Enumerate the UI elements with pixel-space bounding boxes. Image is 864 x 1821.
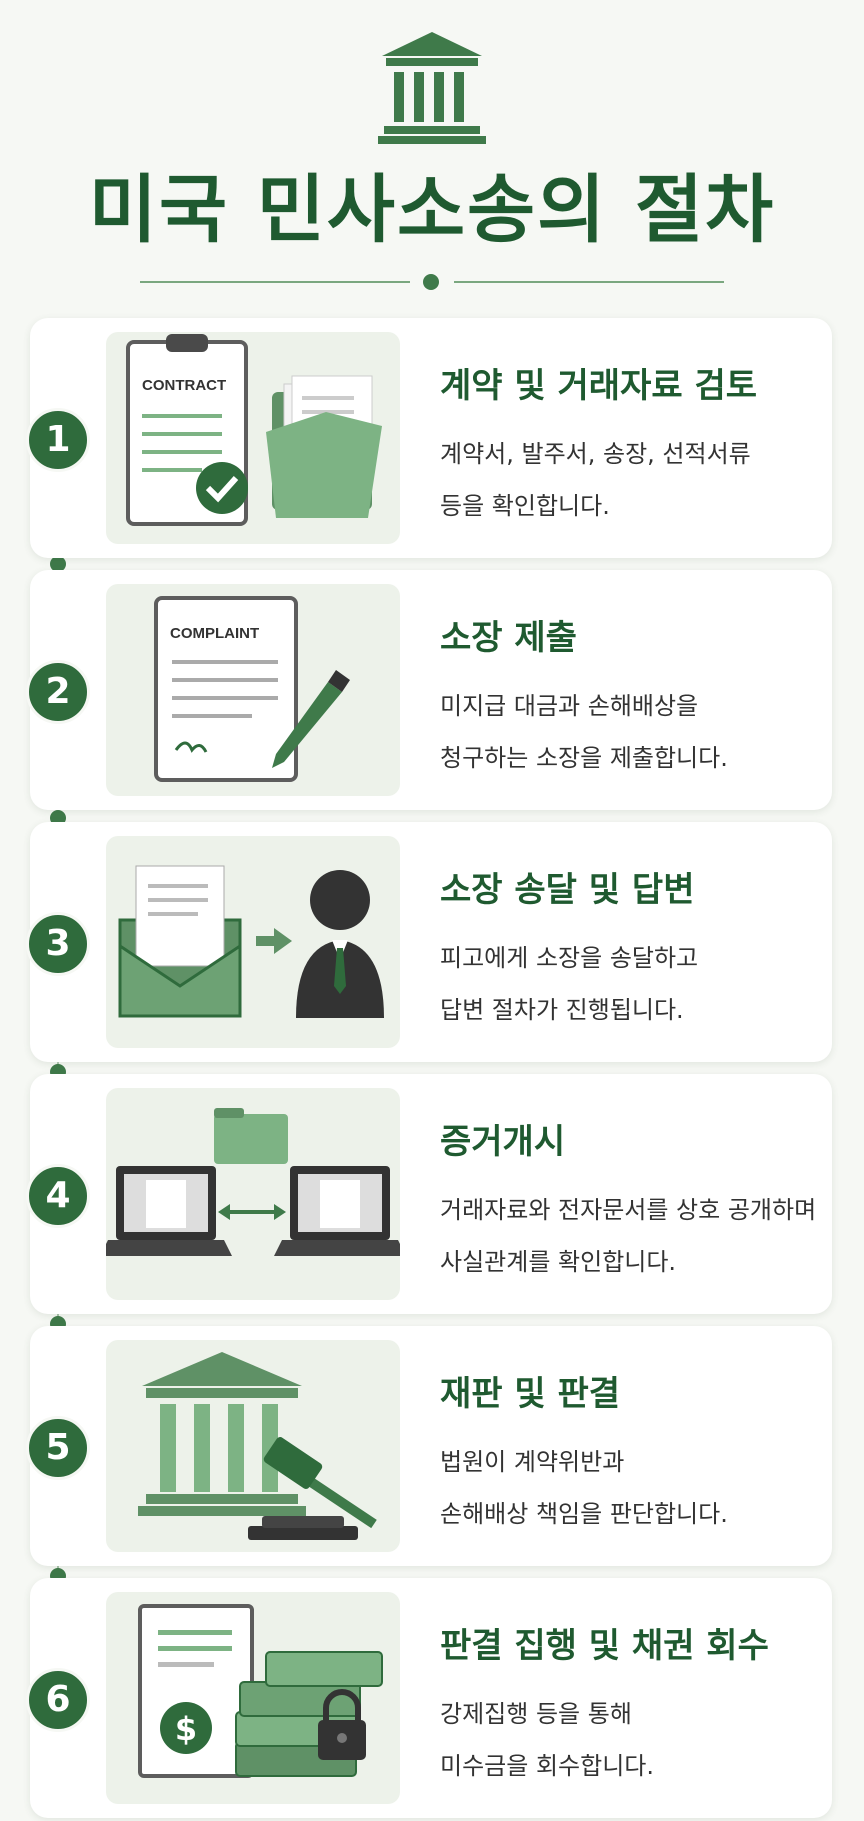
contract-doc-label: CONTRACT xyxy=(142,377,226,394)
step-number-badge: 5 xyxy=(26,1416,90,1480)
laptops-exchange-icon xyxy=(106,1088,400,1300)
step-number-badge: 6 xyxy=(26,1668,90,1732)
step-title: 증거개시 xyxy=(440,1122,566,1162)
complaint-doc-label: COMPLAINT xyxy=(170,625,259,642)
step-card: 1 CONTRACT 계약 및 거래자료 검토 계약서, 발주서, 송장, 선적… xyxy=(26,318,832,558)
step-number-badge: 2 xyxy=(26,660,90,724)
header: 미국 민사소송의 절차 xyxy=(0,0,864,300)
envelope-to-person-icon xyxy=(106,836,400,1048)
step-title: 재판 및 판결 xyxy=(440,1374,621,1414)
complaint-document-pen-icon: COMPLAINT xyxy=(106,584,400,796)
step-title: 계약 및 거래자료 검토 xyxy=(440,366,758,406)
step-title: 판결 집행 및 채권 회수 xyxy=(440,1626,769,1666)
step-title: 소장 제출 xyxy=(440,618,577,658)
timeline-dot xyxy=(50,556,66,572)
dollar-sign-icon: $ xyxy=(175,1710,197,1748)
title-divider xyxy=(140,272,724,292)
step-number-badge: 4 xyxy=(26,1164,90,1228)
step-title: 소장 송달 및 답변 xyxy=(440,870,695,910)
money-lock-icon: $ xyxy=(106,1592,400,1804)
contract-clipboard-folder-icon: CONTRACT xyxy=(106,332,400,544)
page-title: 미국 민사소송의 절차 xyxy=(88,167,776,253)
courthouse-gavel-icon xyxy=(106,1340,400,1552)
courthouse-icon xyxy=(378,32,486,144)
step-number-badge: 1 xyxy=(26,408,90,472)
step-number-badge: 3 xyxy=(26,912,90,976)
